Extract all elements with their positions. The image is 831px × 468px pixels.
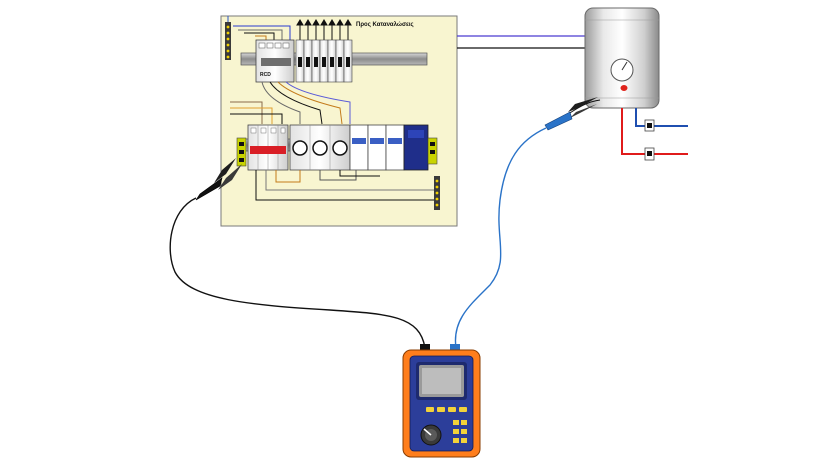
top-wiring <box>233 25 291 40</box>
blue-test-lead <box>454 127 547 349</box>
distribution-panel: Προς Καταναλώσεις <box>220 15 458 227</box>
fuse-holders <box>289 124 351 171</box>
neutral-terminal-strip-top <box>225 16 231 60</box>
rcd-device: RCD <box>255 39 295 83</box>
panel-title: Προς Καταναλώσεις <box>356 22 414 28</box>
bottom-wiring <box>255 170 434 201</box>
multimeter-icon <box>402 344 481 458</box>
rcd-label: RCD <box>260 72 271 78</box>
surge-protectors <box>349 124 429 171</box>
boiler-feed-cable <box>457 35 605 49</box>
black-crocodile-clamp-icon <box>195 158 242 201</box>
outgoing-arrows <box>296 19 352 40</box>
blue-crocodile-clamp-icon <box>544 97 601 131</box>
water-pipes <box>621 108 688 155</box>
neutral-terminal-strip-bottom <box>434 176 440 210</box>
water-heater-icon <box>584 7 660 109</box>
main-switch <box>247 124 289 171</box>
black-test-lead <box>169 197 426 349</box>
earth-terminal-strip <box>236 137 438 167</box>
middle-wiring <box>230 81 351 125</box>
mcb-breakers <box>295 39 353 83</box>
pipe-valves <box>644 119 655 161</box>
